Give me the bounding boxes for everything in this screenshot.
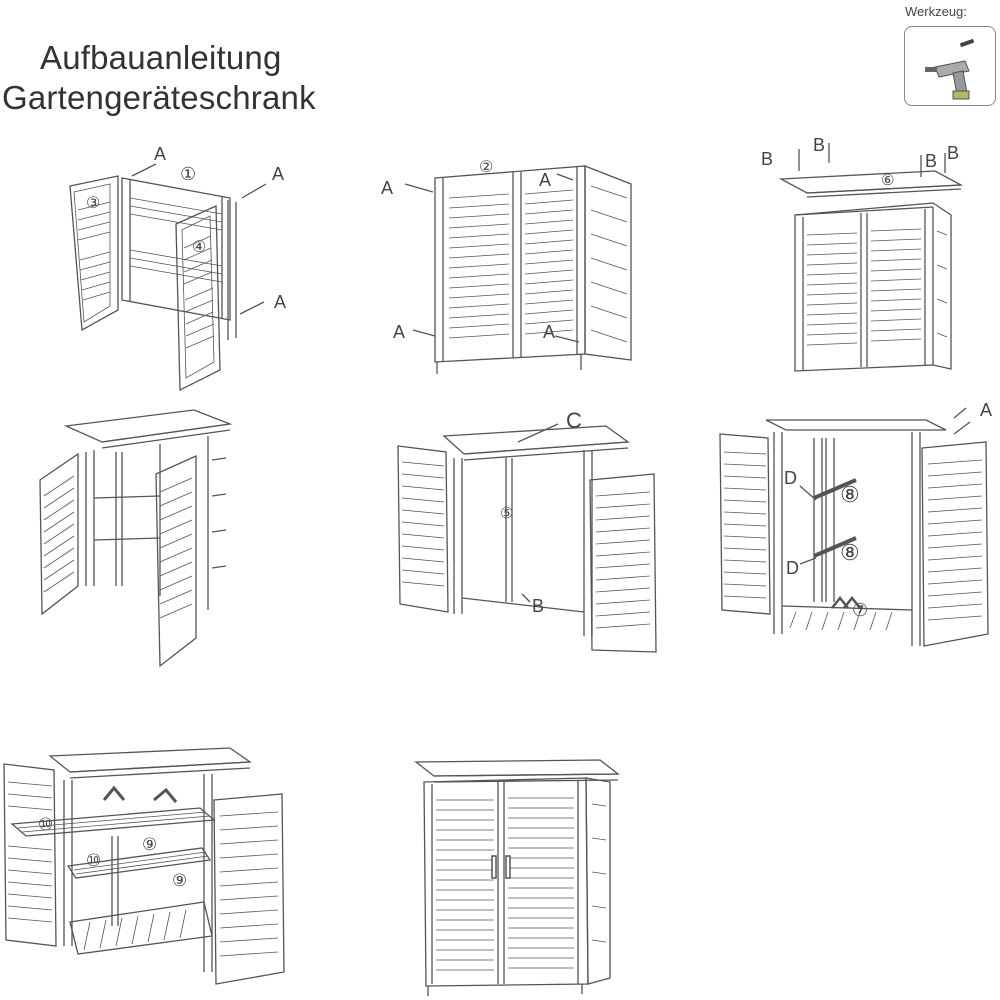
step-3-drawing: B B B B ⑥ bbox=[761, 135, 964, 372]
label-A-6: A bbox=[393, 322, 405, 342]
step-4-drawing bbox=[39, 409, 233, 668]
part-8-label-2: ⑧ bbox=[840, 540, 860, 565]
drill-icon bbox=[925, 39, 974, 100]
label-A-5: A bbox=[539, 170, 551, 190]
part-8-label-1: ⑧ bbox=[840, 482, 860, 507]
label-B-2: B bbox=[813, 135, 825, 155]
label-A-3: A bbox=[274, 292, 286, 312]
label-B-5: B bbox=[532, 596, 544, 616]
part-10-label-2: ⑩ bbox=[86, 851, 101, 870]
label-B-3: B bbox=[925, 151, 937, 171]
part-9-label-1: ⑨ bbox=[142, 835, 157, 854]
step-6-drawing: D D ⑧ ⑧ ⑦ A bbox=[719, 400, 992, 647]
part-2-label: ② bbox=[479, 159, 493, 176]
title-line-2: Gartengeräteschrank bbox=[2, 79, 316, 116]
part-5-label: ⑤ bbox=[500, 505, 513, 522]
page-title: Aufbauanleitung Gartengeräteschrank bbox=[0, 38, 316, 118]
tool-box bbox=[904, 26, 996, 106]
step-2-drawing: A A A A ② bbox=[381, 159, 632, 374]
label-A-7: A bbox=[543, 322, 555, 342]
title-line-1: Aufbauanleitung bbox=[40, 39, 282, 76]
label-D-1: D bbox=[784, 468, 797, 488]
part-6-label: ⑥ bbox=[881, 172, 894, 189]
label-B-4: B bbox=[947, 143, 959, 163]
label-B-1: B bbox=[761, 149, 773, 169]
part-3-label: ③ bbox=[86, 195, 100, 212]
label-C: C bbox=[566, 408, 582, 433]
label-A-4: A bbox=[381, 178, 393, 198]
part-1-label: ① bbox=[180, 164, 196, 184]
label-A-8: A bbox=[980, 400, 992, 420]
tool-label: Werkzeug: bbox=[905, 4, 967, 19]
step-7-drawing: ⑩ ⑩ ⑨ ⑨ bbox=[3, 747, 285, 985]
part-10-label-1: ⑩ bbox=[38, 815, 53, 834]
part-4-label: ④ bbox=[192, 239, 206, 256]
step-1-drawing: A A A ① ③ ④ bbox=[69, 144, 286, 392]
label-A-1: A bbox=[154, 144, 166, 164]
label-D-2: D bbox=[786, 558, 799, 578]
step-8-drawing bbox=[414, 759, 620, 996]
label-A-2: A bbox=[272, 164, 284, 184]
part-9-label-2: ⑨ bbox=[172, 871, 187, 890]
step-5-drawing: C ⑤ B bbox=[397, 408, 657, 653]
part-7-label: ⑦ bbox=[852, 600, 868, 620]
